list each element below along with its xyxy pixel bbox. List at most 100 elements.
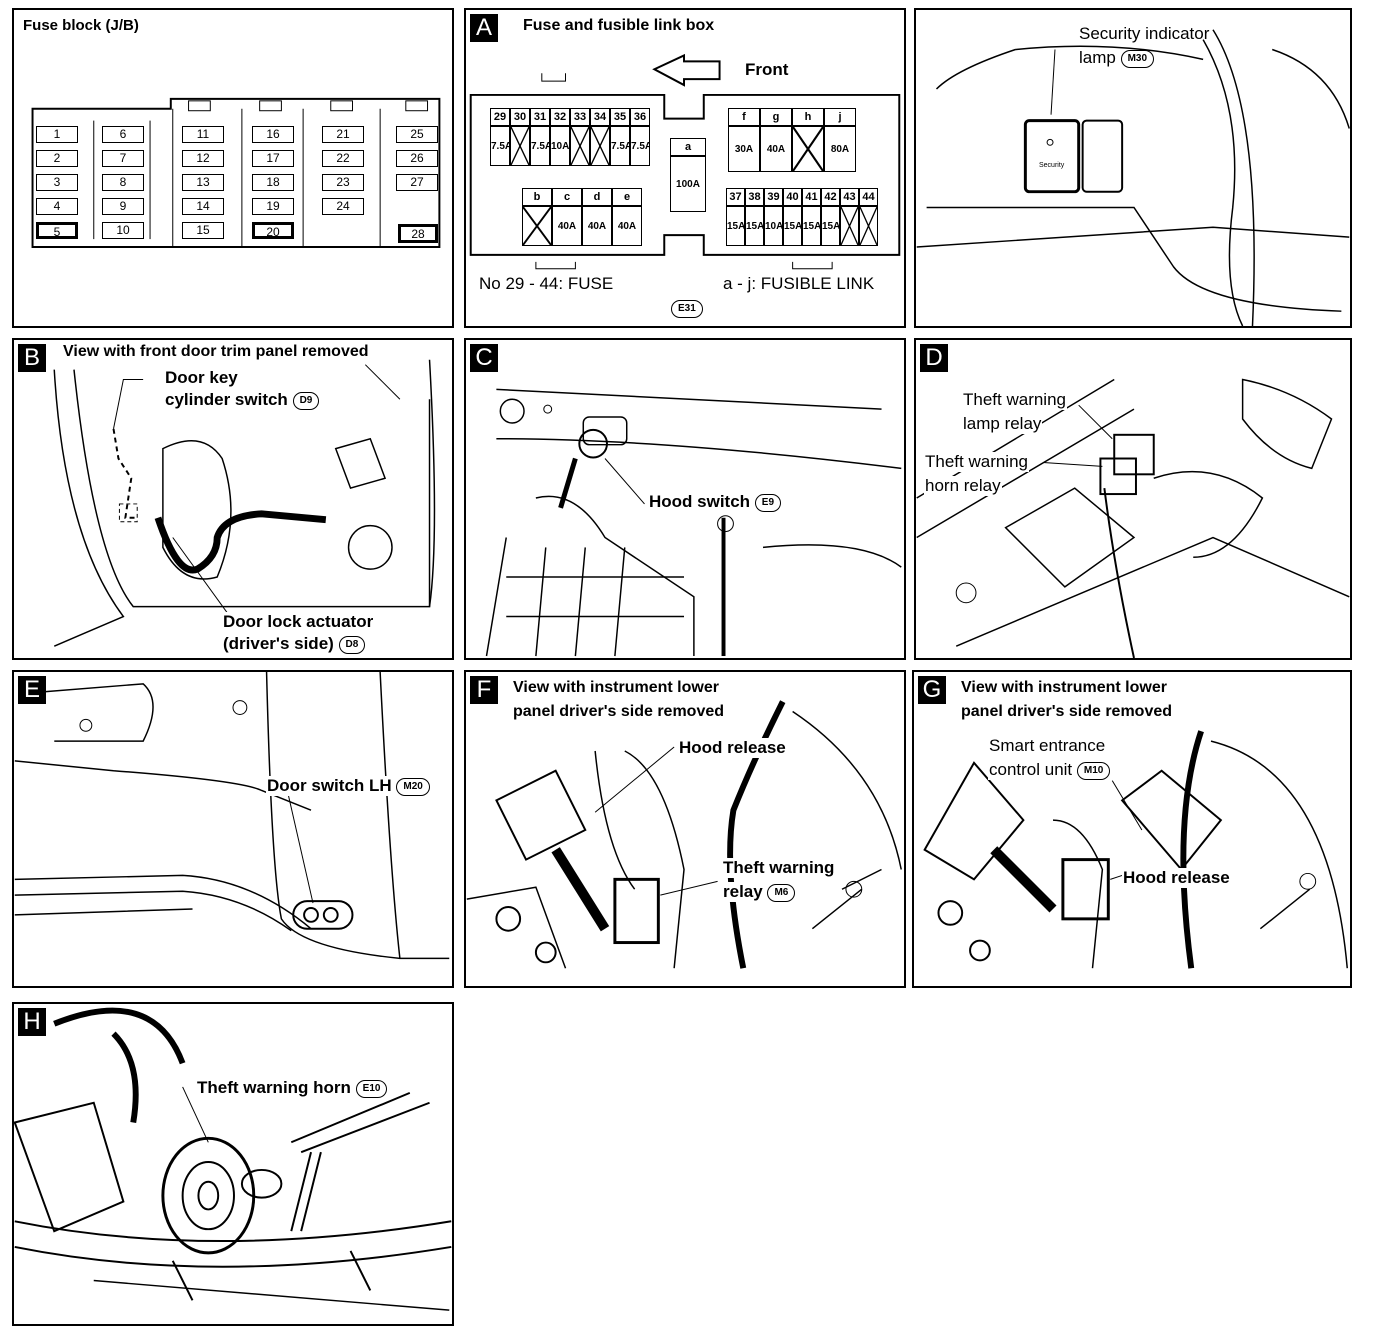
horn-relay-label-1: Theft warning bbox=[924, 452, 1029, 472]
fuse-18: 18 bbox=[252, 174, 294, 191]
panel-b: B View with front door trim panel remove… bbox=[12, 338, 454, 660]
panel-c: C Hood switch E9 bbox=[464, 338, 906, 660]
link-c-header: c bbox=[552, 188, 582, 206]
panel-h: H Theft warning horn E10 bbox=[12, 1002, 454, 1326]
fuse-39-header: 39 bbox=[764, 188, 783, 206]
panel-g-letter: G bbox=[918, 676, 946, 704]
door-lock-label-1: Door lock actuator bbox=[222, 612, 375, 632]
fuse-43-header: 43 bbox=[840, 188, 859, 206]
fuse-30-header: 30 bbox=[510, 108, 530, 126]
fuse-12: 12 bbox=[182, 150, 224, 167]
fuse-29: 7.5A bbox=[490, 126, 510, 166]
fuse-5: 5 bbox=[36, 222, 78, 239]
fuse-9: 9 bbox=[102, 198, 144, 215]
link-b bbox=[522, 206, 552, 246]
link-c: 40A bbox=[552, 206, 582, 246]
fuse-41-header: 41 bbox=[802, 188, 821, 206]
fuse-37: 15A bbox=[726, 206, 745, 246]
fuse-39: 10A bbox=[764, 206, 783, 246]
fuse-38: 15A bbox=[745, 206, 764, 246]
dash-drawing bbox=[916, 29, 1350, 326]
door-key-label-2: cylinder switch D9 bbox=[164, 390, 321, 410]
door-lock-label-2: (driver's side) D8 bbox=[222, 634, 367, 654]
fuse-32-header: 32 bbox=[550, 108, 570, 126]
lamp-relay-label-2: lamp relay bbox=[962, 414, 1043, 434]
link-e-header: e bbox=[612, 188, 642, 206]
fuse-1: 1 bbox=[36, 126, 78, 143]
theft-horn-label: Theft warning horn E10 bbox=[196, 1078, 389, 1098]
panel-f: F View with instrument lower panel drive… bbox=[464, 670, 906, 988]
lamp-relay-label-1: Theft warning bbox=[962, 390, 1067, 410]
fuse-10: 10 bbox=[102, 222, 144, 239]
fuse-40-header: 40 bbox=[783, 188, 802, 206]
fuse-20: 20 bbox=[252, 222, 294, 239]
panel-d-letter: D bbox=[920, 344, 948, 372]
panel-g: G View with instrument lower panel drive… bbox=[912, 670, 1352, 988]
horn-relay-label-2: horn relay bbox=[924, 476, 1002, 496]
fuse-35-header: 35 bbox=[610, 108, 630, 126]
panel-e: E Door switch LH M20 bbox=[12, 670, 454, 988]
panel-security-lamp: Security indicator lamp M30 Security bbox=[914, 8, 1352, 328]
fuse-27: 27 bbox=[396, 174, 438, 191]
fuse-24: 24 bbox=[322, 198, 364, 215]
panel-a-title: Fuse and fusible link box bbox=[523, 17, 715, 34]
fuse-19: 19 bbox=[252, 198, 294, 215]
fuse-link-box-drawing bbox=[469, 53, 901, 270]
fuse-32: 10A bbox=[550, 126, 570, 166]
panel-g-title-2: panel driver's side removed bbox=[961, 703, 1173, 720]
fuse-33-header: 33 bbox=[570, 108, 590, 126]
smart-entrance-label-1: Smart entrance bbox=[988, 736, 1107, 756]
fuse-2: 2 bbox=[36, 150, 78, 167]
panel-b-title: View with front door trim panel removed bbox=[63, 343, 369, 360]
fuse-22: 22 bbox=[322, 150, 364, 167]
link-g-header: g bbox=[760, 108, 792, 126]
fuse-34-header: 34 bbox=[590, 108, 610, 126]
front-label: Front bbox=[745, 60, 789, 79]
panel-c-letter: C bbox=[470, 344, 498, 372]
link-b-header: b bbox=[522, 188, 552, 206]
fuse-31-header: 31 bbox=[530, 108, 550, 126]
fuse-44 bbox=[859, 206, 878, 246]
theft-relay-label-1: Theft warning bbox=[722, 858, 836, 878]
fuse-36: 7.5A bbox=[630, 126, 650, 166]
link-d: 40A bbox=[582, 206, 612, 246]
fuse-block-title: Fuse block (J/B) bbox=[23, 17, 139, 34]
link-d-header: d bbox=[582, 188, 612, 206]
link-j-header: j bbox=[824, 108, 856, 126]
link-a: 100A bbox=[670, 156, 706, 212]
fuse-34 bbox=[590, 126, 610, 166]
panel-b-letter: B bbox=[18, 344, 46, 372]
theft-relay-label-2: relay M6 bbox=[722, 882, 797, 902]
fuse-15: 15 bbox=[182, 222, 224, 239]
panel-f-letter: F bbox=[470, 676, 498, 704]
link-h-header: h bbox=[792, 108, 824, 126]
link-j: 80A bbox=[824, 126, 856, 172]
panel-a: A Fuse and fusible link box Front 297.5A… bbox=[464, 8, 906, 328]
fuse-28: 28 bbox=[398, 224, 438, 243]
link-note: a - j: FUSIBLE LINK bbox=[723, 274, 875, 293]
fuse-14: 14 bbox=[182, 198, 224, 215]
panel-g-title-1: View with instrument lower bbox=[961, 679, 1167, 696]
panel-h-letter: H bbox=[18, 1008, 46, 1036]
fuse-37-header: 37 bbox=[726, 188, 745, 206]
door-drawing bbox=[53, 359, 436, 647]
connector-e31: E31 bbox=[670, 298, 704, 318]
link-a-header: a bbox=[670, 138, 706, 156]
panel-d: D Theft warning lamp relay Theft warning… bbox=[914, 338, 1352, 660]
fuse-3: 3 bbox=[36, 174, 78, 191]
hood-release-label-f: Hood release bbox=[678, 738, 787, 758]
door-key-label-1: Door key bbox=[164, 368, 239, 388]
fuse-16: 16 bbox=[252, 126, 294, 143]
fuse-note: No 29 - 44: FUSE bbox=[479, 274, 614, 293]
fuse-23: 23 bbox=[322, 174, 364, 191]
panel-e-letter: E bbox=[18, 676, 46, 704]
fuse-29-header: 29 bbox=[490, 108, 510, 126]
fuse-7: 7 bbox=[102, 150, 144, 167]
security-label-1: Security indicator bbox=[1079, 24, 1210, 43]
fuse-26: 26 bbox=[396, 150, 438, 167]
fuse-35: 7.5A bbox=[610, 126, 630, 166]
hood-switch-label: Hood switch E9 bbox=[648, 492, 783, 512]
fuse-33 bbox=[570, 126, 590, 166]
panel-a-letter: A bbox=[470, 14, 498, 42]
fuse-44-header: 44 bbox=[859, 188, 878, 206]
